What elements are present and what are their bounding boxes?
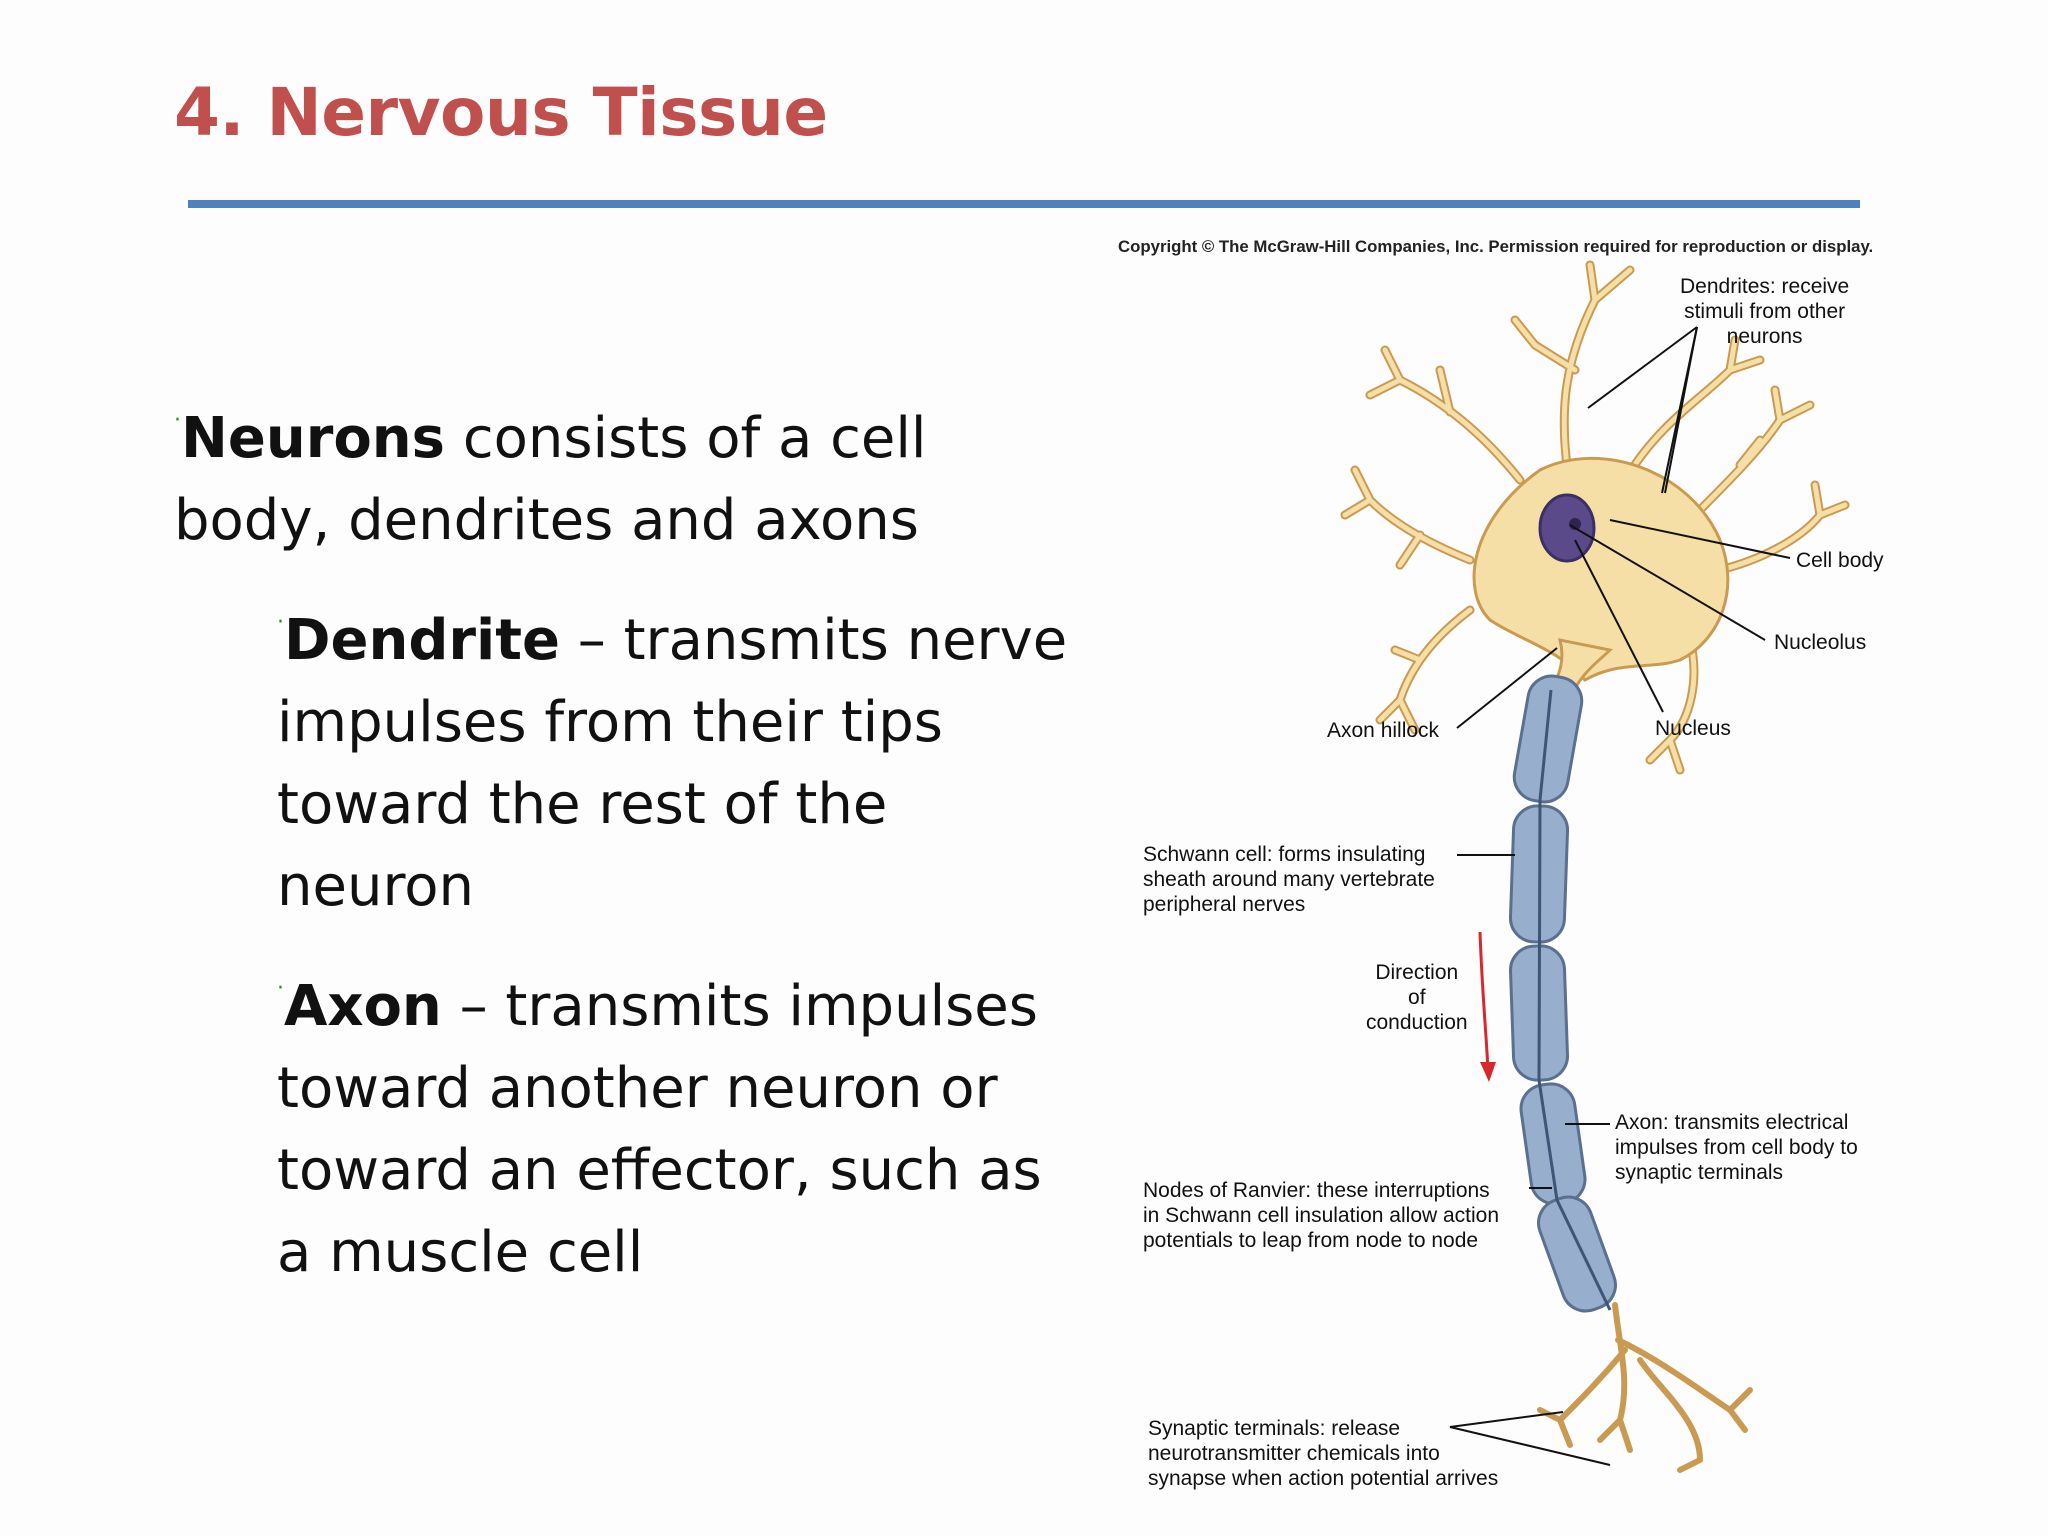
dendrite-branches-fill bbox=[1342, 262, 1848, 773]
term-neurons: Neurons bbox=[181, 406, 446, 471]
bullet-dot: · bbox=[174, 408, 181, 433]
bullet-dendrite: ·Dendrite – transmits nerve impulses fro… bbox=[277, 582, 1074, 928]
label-dendrites: Dendrites: receive stimuli from other ne… bbox=[1680, 274, 1849, 349]
synaptic-terminals bbox=[1537, 1302, 1753, 1473]
bullet-dot: · bbox=[277, 610, 284, 635]
label-schwann-cell: Schwann cell: forms insulating sheath ar… bbox=[1143, 842, 1435, 917]
term-dendrite: Dendrite bbox=[284, 608, 560, 673]
label-line: synaptic terminals bbox=[1615, 1161, 1784, 1184]
label-line: Nodes of Ranvier: these interruptions bbox=[1143, 1179, 1490, 1202]
axon-text-4: a muscle cell bbox=[277, 1220, 644, 1285]
label-line: neurotransmitter chemicals into bbox=[1148, 1442, 1440, 1465]
leader-lines bbox=[1449, 326, 1791, 1466]
axon-text-1: – transmits impulses bbox=[441, 974, 1038, 1039]
nucleus-shape bbox=[1538, 493, 1596, 563]
axon-text-2: toward another neuron or bbox=[277, 1056, 998, 1121]
title-underline bbox=[188, 200, 1860, 208]
label-line: impulses from cell body to bbox=[1615, 1136, 1858, 1159]
label-line: peripheral nerves bbox=[1143, 893, 1306, 916]
copyright-notice: Copyright © The McGraw-Hill Companies, I… bbox=[1118, 237, 1874, 256]
label-line: neurons bbox=[1726, 325, 1803, 348]
label-line: in Schwann cell insulation allow action bbox=[1143, 1204, 1500, 1227]
axon-core-line bbox=[1537, 689, 1612, 1311]
direction-arrowhead bbox=[1480, 1062, 1496, 1082]
label-line: conduction bbox=[1366, 1011, 1468, 1034]
neurons-text-1: consists of a cell bbox=[445, 406, 927, 471]
dendrite-text-3: toward the rest of the bbox=[277, 772, 888, 837]
dendrite-text-4: neuron bbox=[277, 854, 474, 919]
cell-body bbox=[1472, 456, 1730, 682]
slide-title: 4. Nervous Tissue bbox=[174, 74, 828, 151]
label-axon-hillock: Axon hillock bbox=[1327, 719, 1440, 742]
label-direction: Direction of conduction bbox=[1366, 960, 1468, 1035]
term-axon: Axon bbox=[284, 974, 442, 1039]
bullet-dot: · bbox=[277, 976, 284, 1001]
label-nucleolus: Nucleolus bbox=[1774, 631, 1867, 654]
label-line: Axon: transmits electrical bbox=[1615, 1111, 1849, 1134]
label-cell-body: Cell body bbox=[1796, 549, 1884, 572]
axon-text-3: toward an effector, such as bbox=[277, 1138, 1042, 1203]
bullet-axon: ·Axon – transmits impulses toward anothe… bbox=[277, 948, 1074, 1294]
label-synaptic-terminals: Synaptic terminals: release neurotransmi… bbox=[1148, 1416, 1498, 1491]
dendrite-text-1: – transmits nerve bbox=[559, 608, 1068, 673]
label-axon: Axon: transmits electrical impulses from… bbox=[1615, 1110, 1858, 1185]
label-nodes-of-ranvier: Nodes of Ranvier: these interruptions in… bbox=[1143, 1178, 1499, 1253]
label-line: synapse when action potential arrives bbox=[1148, 1467, 1499, 1490]
bullet-neurons: ·Neurons consists of a cell body, dendri… bbox=[174, 380, 1074, 562]
label-line: sheath around many vertebrate bbox=[1143, 868, 1435, 891]
dendrite-text-2: impulses from their tips bbox=[277, 690, 943, 755]
label-line: potentials to leap from node to node bbox=[1143, 1229, 1479, 1252]
neurons-text-2: body, dendrites and axons bbox=[174, 488, 919, 553]
label-nucleus: Nucleus bbox=[1655, 717, 1731, 740]
label-line: stimuli from other bbox=[1684, 300, 1846, 323]
label-line: of bbox=[1408, 986, 1426, 1009]
label-line: Dendrites: receive bbox=[1680, 275, 1850, 298]
bullet-list: ·Neurons consists of a cell body, dendri… bbox=[174, 380, 1074, 1294]
label-line: Direction bbox=[1375, 961, 1459, 984]
direction-arrow bbox=[1478, 931, 1490, 1071]
label-line: Schwann cell: forms insulating bbox=[1143, 843, 1426, 866]
label-line: Synaptic terminals: release bbox=[1148, 1417, 1401, 1440]
